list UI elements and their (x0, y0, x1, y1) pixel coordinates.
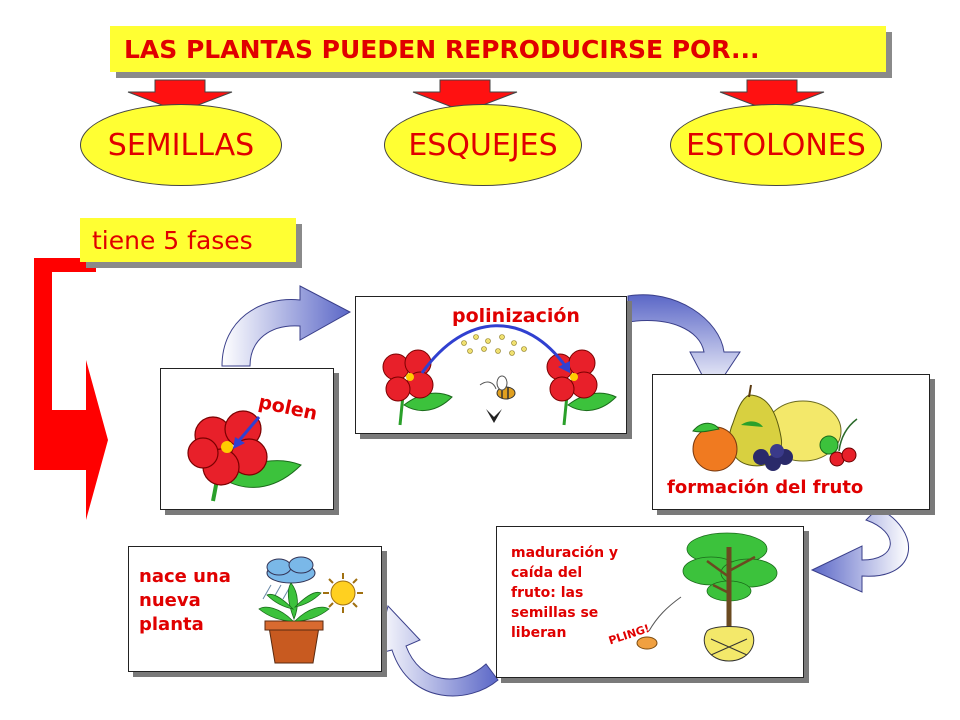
phases-label: tiene 5 fases (92, 225, 253, 255)
maduracion-line: fruto: las (511, 585, 584, 601)
cycle-arrow-3 (810, 507, 910, 593)
arrow-down-estolones (719, 79, 825, 113)
sun-icon (323, 573, 363, 613)
stage-maduracion-card: maduración y caída del fruto: las semill… (496, 526, 804, 678)
method-esquejes: ESQUEJES (384, 104, 582, 186)
red-bracket-arrow (34, 258, 108, 520)
stage-polinizacion-card: polinización (355, 296, 627, 434)
cycle-arrow-4 (375, 604, 499, 697)
maduracion-line: semillas se (511, 605, 599, 621)
planta-line: nueva (139, 590, 201, 611)
cycle-arrow-2 (627, 294, 741, 395)
stage-polinizacion-label: polinización (452, 305, 580, 327)
phases-banner: tiene 5 fases (80, 218, 296, 262)
planta-line: nace una (139, 566, 231, 587)
stage-fruto-card: formación del fruto (652, 374, 930, 510)
page-title: LAS PLANTAS PUEDEN REPRODUCIRSE POR... (124, 34, 760, 64)
cloud-icon (262, 556, 316, 600)
pollination-scene-icon (382, 324, 617, 426)
planta-line: planta (139, 614, 204, 635)
title-banner: LAS PLANTAS PUEDEN REPRODUCIRSE POR... (110, 26, 886, 72)
tree-icon (636, 532, 778, 662)
arrow-down-esquejes (412, 79, 518, 113)
method-label: SEMILLAS (107, 127, 255, 163)
fruits-icon (692, 384, 858, 472)
stage-fruto-label: formación del fruto (667, 477, 864, 498)
method-estolones: ESTOLONES (670, 104, 882, 186)
maduracion-line: caída del (511, 565, 583, 581)
hibiscus-flower-icon (187, 410, 302, 502)
new-plant-icon (258, 556, 363, 664)
cycle-arrow-1 (221, 285, 352, 367)
method-label: ESTOLONES (686, 127, 866, 163)
stage-planta-text: nace una nueva planta (139, 565, 231, 637)
maduracion-line: liberan (511, 625, 567, 641)
stage-planta-card: nace una nueva planta (128, 546, 382, 672)
maduracion-line: maduración y (511, 545, 619, 561)
stage-polen-card: polen (160, 368, 334, 510)
method-semillas: SEMILLAS (80, 104, 282, 186)
arrow-down-semillas (127, 79, 233, 113)
stage-maduracion-text: maduración y caída del fruto: las semill… (511, 543, 661, 643)
method-label: ESQUEJES (408, 127, 558, 163)
